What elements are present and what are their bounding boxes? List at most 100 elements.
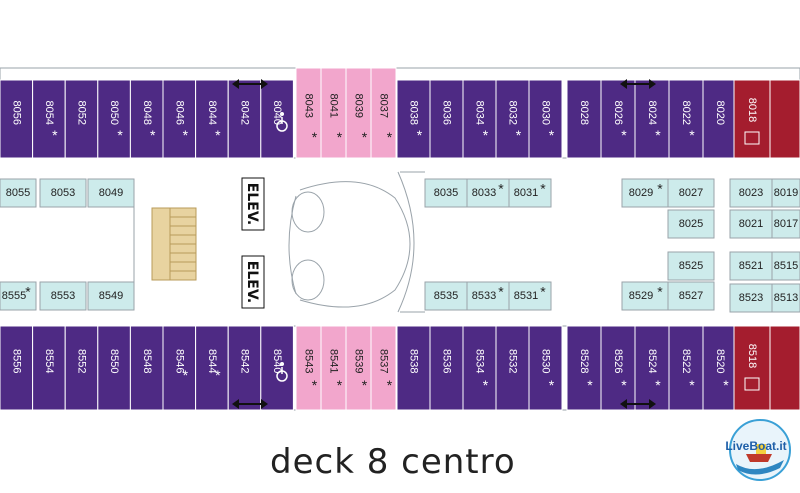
accessible-star: *	[183, 127, 189, 143]
cabin-8543	[295, 325, 322, 411]
cabin-8040	[260, 79, 294, 159]
cabin-8046	[162, 79, 197, 159]
accessible-star: *	[362, 377, 368, 393]
cabin-8522	[668, 325, 704, 411]
cabin-label: 8049	[99, 187, 123, 199]
cabin-label: 8527	[679, 290, 703, 302]
accessible-star: *	[52, 127, 58, 143]
accessible-star: *	[516, 127, 522, 143]
atrium	[288, 171, 425, 313]
accessible-star: *	[25, 284, 31, 300]
cabin-label: 8036	[441, 101, 453, 125]
cabin-label: 8023	[739, 187, 763, 199]
cabin-8023	[729, 178, 773, 208]
double-arrow-icon	[620, 399, 656, 409]
accessible-star: *	[689, 377, 695, 393]
accessible-star: *	[549, 377, 555, 393]
cabin-label: 8038	[408, 101, 420, 125]
cabin-8038	[396, 79, 431, 159]
cabin-8032	[495, 79, 530, 159]
cabin-8052	[64, 79, 99, 159]
double-arrow-icon	[232, 399, 268, 409]
accessible-star: *	[657, 181, 663, 197]
staircase	[151, 207, 197, 281]
cabin-8030	[528, 79, 563, 159]
accessible-star: *	[540, 181, 546, 197]
cabin-label: 8043	[303, 94, 315, 118]
cabin-label: 8031	[514, 187, 538, 199]
cabin-label: 8537	[378, 349, 390, 373]
accessible-star: *	[362, 129, 368, 145]
cabin-label: 8052	[76, 101, 88, 125]
accessible-star: *	[337, 377, 343, 393]
accessible-star: *	[655, 127, 661, 143]
cabin-label: 8518	[746, 344, 758, 368]
cabin-8055	[0, 178, 37, 208]
accessible-star: *	[549, 127, 555, 143]
liveboat-logo: LiveBoat.it	[725, 419, 791, 481]
accessible-star: *	[723, 377, 729, 393]
cabin-8546	[162, 325, 197, 411]
accessible-star: *	[689, 127, 695, 143]
cabin-8028	[566, 79, 602, 159]
cabin-label: 8022	[680, 101, 692, 125]
cabin-8021	[729, 209, 773, 239]
cabin-label: 8056	[10, 101, 22, 125]
accessible-star: *	[621, 377, 627, 393]
cabin-8529	[621, 281, 669, 311]
cabin-8048	[129, 79, 164, 159]
cabin-label: 8030	[540, 101, 552, 125]
cabin-8536	[429, 325, 464, 411]
cabin-label: 8020	[714, 101, 726, 125]
cabin-label: 8550	[108, 349, 120, 373]
cabin-label: 8019	[774, 187, 798, 199]
cabin-8531	[508, 281, 552, 311]
cabin-8525	[667, 251, 715, 281]
cabin-8553	[39, 281, 87, 311]
cabin-label: 8541	[328, 349, 340, 373]
accessible-star: *	[215, 127, 221, 143]
cabin-label: 8544	[206, 349, 218, 373]
cabin-8542	[227, 325, 262, 411]
cabin-8538	[396, 325, 431, 411]
cabin-8042	[227, 79, 262, 159]
cabin-8054	[32, 79, 66, 159]
accessible-star: *	[540, 284, 546, 300]
cabin-8527	[667, 281, 715, 311]
cabin-label: 8021	[739, 218, 763, 230]
cabin-8555	[0, 281, 37, 311]
cabin-label: 8017	[774, 218, 798, 230]
cabin-8534	[462, 325, 497, 411]
accessible-star: *	[215, 367, 221, 383]
cabin-label: 8538	[408, 349, 420, 373]
cabin-8056	[0, 79, 34, 159]
cabin-label: 8524	[646, 349, 658, 373]
cabin-8037	[370, 67, 397, 159]
cabin-8027	[667, 178, 715, 208]
accessible-star: *	[387, 377, 393, 393]
cabin-8025	[667, 209, 715, 239]
elevator: ELEV.	[241, 255, 265, 309]
accessible-star: *	[117, 127, 123, 143]
double-arrow-icon	[232, 79, 268, 89]
elevator-label: ELEV.	[244, 183, 260, 225]
cabin-label: 8532	[507, 349, 519, 373]
cabin-8022	[668, 79, 704, 159]
cabin-8539	[345, 325, 372, 411]
cabin-8513	[771, 283, 800, 313]
cabin-label: 8034	[474, 101, 486, 125]
cabin-label: 8535	[434, 290, 458, 302]
cabin-label: 8042	[239, 101, 251, 125]
suite-icon	[744, 131, 760, 145]
cabin-label: 8523	[739, 292, 763, 304]
cabin-8039	[345, 67, 372, 159]
cabin-label: 8533	[472, 290, 496, 302]
cabin-8526	[600, 325, 636, 411]
cabin-label: 8018	[746, 98, 758, 122]
cabin-8550	[97, 325, 131, 411]
cabin-label: 8528	[578, 349, 590, 373]
cabin-label: 8055	[6, 187, 30, 199]
cabin-label: 8515	[774, 260, 798, 272]
elevator: ELEV.	[241, 177, 265, 231]
cabin-8043	[295, 67, 322, 159]
